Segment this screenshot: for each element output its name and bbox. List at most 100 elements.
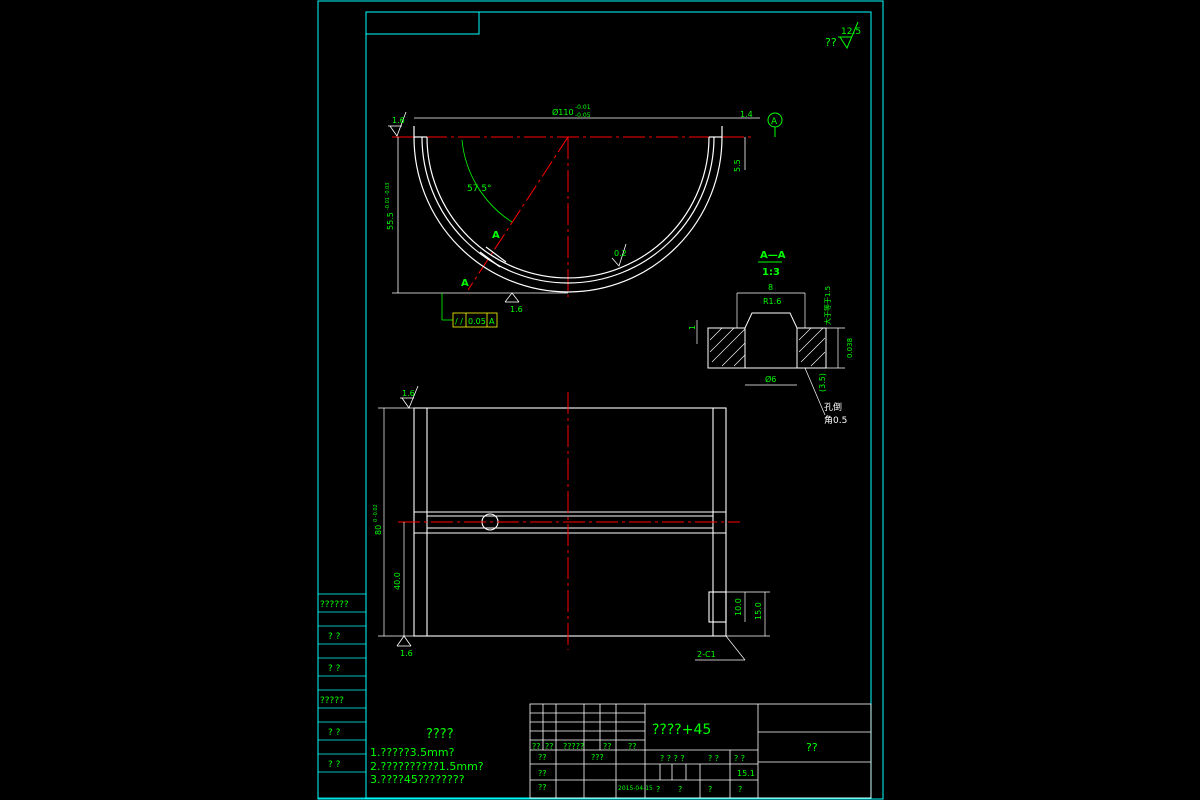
sign-label-3: ?????: [563, 742, 584, 751]
dim-slot-1: 10.0: [734, 598, 743, 616]
side-table: ?????? ? ? ? ? ????? ? ? ? ?: [317, 593, 367, 799]
scale-value: 15.1: [737, 769, 755, 778]
tolerance-box: [452, 312, 498, 328]
dim-height: 55.5: [386, 212, 395, 230]
dim-thickness: (3.5): [818, 373, 827, 392]
row-label-4: ??: [538, 783, 547, 792]
roughness-bottom: 1.6: [504, 292, 523, 314]
dim-side: 1: [688, 325, 697, 330]
chamfer-leader: [804, 367, 826, 416]
roughness-front-top: 1.6: [400, 385, 419, 409]
sign-label-2: ??: [545, 742, 554, 751]
dim-width: 8: [768, 283, 773, 292]
roughness-front-bottom-value: 1.6: [400, 649, 413, 658]
roughness-inner-icon: [611, 243, 627, 267]
inner-arc: [426, 136, 710, 279]
dim-diameter-upper-tol: -0.01: [575, 104, 591, 111]
company-name: ??: [806, 741, 818, 754]
notes-line-2: 2.??????????1.5mm?: [370, 760, 484, 773]
dim-slot-2: 15.0: [754, 602, 763, 620]
dim-top-right: 1.4: [740, 110, 753, 119]
global-roughness: ?? 12.5: [825, 21, 861, 50]
global-roughness-value: 12.5: [841, 27, 861, 37]
roughness-front-top-value: 1.6: [402, 389, 415, 398]
note-line-1: 孔倒: [824, 401, 842, 413]
row-label-1: ??: [538, 753, 547, 762]
part-name: ????+45: [652, 722, 711, 738]
oil-hole-edge-1: [479, 251, 501, 268]
sign-label-5: ??: [628, 742, 637, 751]
chamfer-label: 2-C1: [697, 650, 716, 659]
roughness-front-bottom: 1.6: [396, 635, 413, 658]
technical-notes: ???? 1.?????3.5mm? 2.??????????1.5mm? 3.…: [370, 727, 484, 786]
tolerance-datum: A: [489, 317, 495, 326]
dim-right-1: 大于等于1.5: [823, 286, 832, 325]
section-cut-line: [467, 136, 569, 291]
row-label-2: ???: [591, 753, 604, 762]
bottom-label-3: ?: [708, 785, 712, 794]
outer-arc: [413, 136, 723, 293]
section-hatching: [709, 327, 826, 367]
chamfer-leader-front: [725, 635, 746, 661]
tolerance-value: 0.05: [468, 317, 486, 326]
dim-height-tol: -0.01 -0.03: [385, 183, 391, 210]
side-row-4: ?????: [320, 696, 344, 706]
drawing-date: 2015-04-15: [618, 785, 653, 792]
section-mark-bottom: A: [461, 278, 469, 289]
section-title: A—A: [760, 250, 786, 261]
row-label-3: ??: [538, 769, 547, 778]
top-view: Ø110 -0.01 -0.05 1.4 A 55.5 -0.01 -0.03 …: [385, 104, 783, 328]
bottom-label-4: ?: [738, 785, 742, 794]
side-row-5: ? ?: [328, 728, 341, 738]
section-outline: [707, 312, 827, 369]
dim-diameter-lower-tol: -0.05: [575, 112, 591, 119]
angle-arc: [461, 139, 513, 223]
dim-right-2: 0.038: [846, 338, 854, 358]
title-block: ????+45 ?? ?? ?? ????? ?? ?? ?? ??? ?? ?…: [529, 703, 872, 799]
note-line-2: 角0.5: [824, 414, 847, 426]
roughness-inner-value: 0.2: [614, 249, 627, 258]
angle-value: 57.5°: [467, 184, 492, 194]
side-row-6: ? ?: [328, 760, 341, 770]
title-block-frame: [529, 703, 872, 799]
roughness-left-value: 1.6: [392, 116, 405, 125]
dim-hole: Ø6: [765, 374, 776, 384]
roughness-inner: 0.2: [611, 243, 627, 267]
roughness-left: 1.6: [388, 111, 407, 137]
oil-hole-edge-2: [485, 246, 507, 263]
section-mark-top: A: [492, 230, 500, 241]
dim-half: 40.0: [393, 572, 402, 590]
mid-label-3: ? ?: [734, 754, 745, 763]
global-roughness-prefix: ??: [825, 36, 837, 49]
roughness-front-top-icon: [401, 385, 419, 409]
dim-radius: R1.6: [763, 297, 781, 306]
corner-title-box: [365, 11, 480, 35]
bottom-label-1: ?: [656, 785, 660, 794]
front-view: 80 0 -0.02 40.0 10.0 15.0 2-C1 1.6 1.6: [373, 385, 770, 661]
locating-slot: [708, 591, 727, 623]
side-row-1: ??????: [320, 600, 349, 610]
tolerance-frame: / / 0.05 A: [441, 293, 498, 328]
side-table-frame: [317, 593, 367, 799]
dim-length: 80: [374, 525, 383, 535]
notes-line-1: 1.?????3.5mm?: [370, 746, 455, 759]
mid-label-1: ? ? ? ?: [660, 754, 685, 763]
dim-step: 5.5: [733, 159, 742, 172]
roughness-left-icon: [389, 111, 407, 137]
notes-heading: ????: [426, 727, 454, 742]
dim-diameter: Ø110: [552, 107, 574, 117]
roughness-front-bottom-icon: [396, 635, 412, 647]
datum-label: A: [771, 117, 778, 127]
outer-border: [317, 0, 884, 800]
bottom-label-2: ?: [678, 785, 682, 794]
notes-line-3: 3.????45????????: [370, 773, 465, 786]
side-row-2: ? ?: [328, 632, 341, 642]
dim-length-tol: 0 -0.02: [373, 504, 379, 522]
roughness-bottom-value: 1.6: [510, 305, 523, 314]
section-view: A—A 1:3: [688, 250, 854, 426]
section-scale: 1:3: [762, 267, 780, 278]
inner-border: [365, 11, 872, 799]
roughness-bottom-icon: [504, 292, 520, 303]
side-row-3: ? ?: [328, 664, 341, 674]
